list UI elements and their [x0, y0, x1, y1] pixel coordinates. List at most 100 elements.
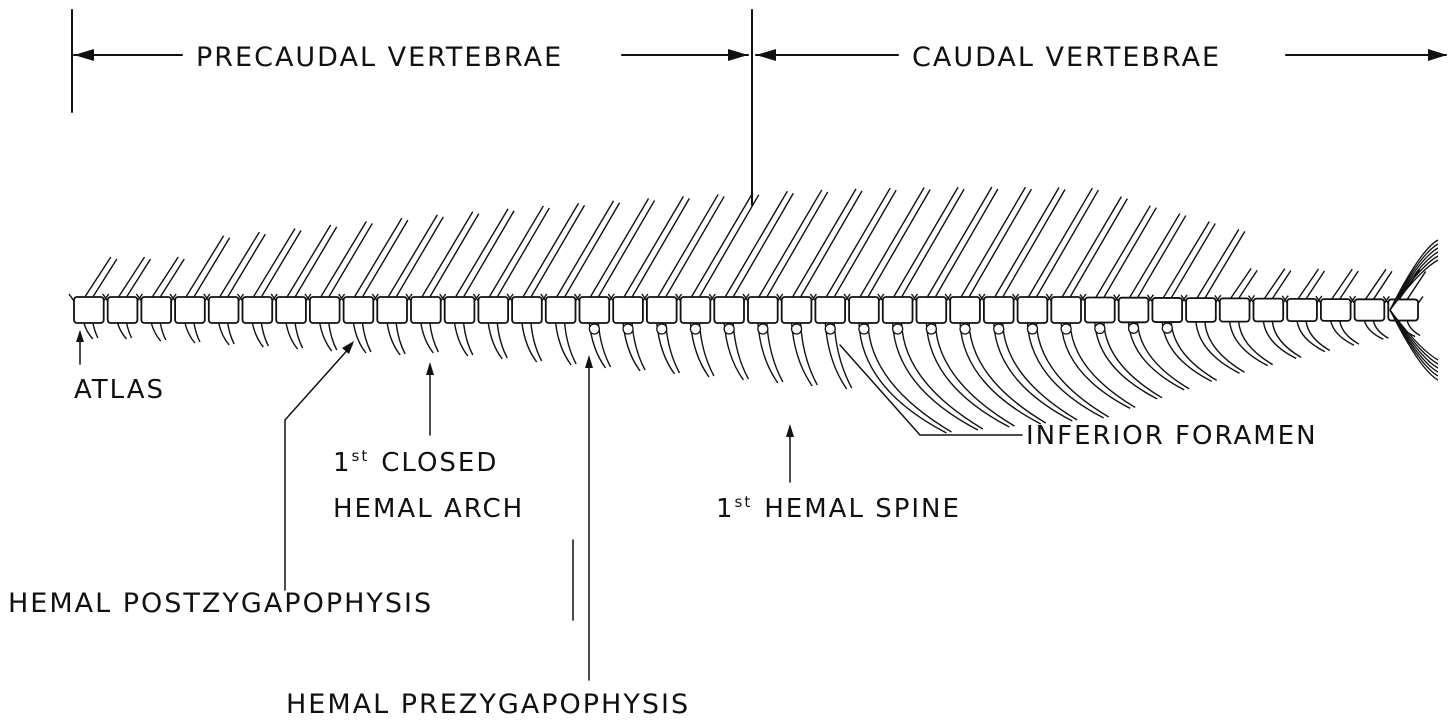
foramen [1162, 323, 1172, 333]
foramen [893, 324, 903, 334]
vertebral-centra [69, 294, 1423, 334]
centrum [243, 297, 273, 323]
caudal-label: CAUDAL VERTEBRAE [912, 42, 1221, 73]
precaudal-label: PRECAUDAL VERTEBRAE [196, 42, 563, 73]
neural-spines [85, 187, 1426, 299]
foramen [690, 324, 700, 334]
caudal-right-arrowhead [1428, 49, 1447, 61]
neural-spine [287, 225, 337, 297]
hemal-spine [1196, 322, 1245, 373]
centrum [445, 297, 475, 323]
foramen [758, 324, 768, 334]
centrum [782, 297, 812, 323]
centrum [1152, 298, 1182, 322]
foramen [792, 324, 802, 334]
prezygapophysis-arrowhead [585, 355, 593, 368]
centrum [1220, 298, 1250, 321]
hemal-spine [488, 323, 507, 359]
centrum [377, 297, 407, 323]
neural-spine [624, 196, 689, 297]
centrum [1355, 299, 1385, 320]
hemal-postzygapophysis-label: HEMAL POSTZYGAPOPHYSIS [8, 588, 433, 619]
neural-spine [1163, 221, 1215, 297]
hemal-spine [1129, 322, 1190, 390]
centrum [1321, 299, 1351, 321]
first-closed-arch-line2: HEMAL ARCH [333, 494, 524, 524]
hemal-prezygapophysis-label: HEMAL PREZYGAPOPHYSIS [286, 689, 690, 720]
foramen [960, 324, 970, 334]
first-hemal-spine-pointer [786, 424, 794, 482]
hemal-spine [994, 323, 1078, 421]
centrum [478, 297, 508, 323]
hemal-spine [84, 323, 98, 339]
hemal-spine [1297, 321, 1330, 351]
precaudal-right-arrowhead [728, 49, 748, 61]
neural-spine [119, 257, 151, 297]
hemal-spine [1331, 321, 1359, 345]
postzygapophysis-arrowhead [342, 341, 354, 354]
first-hemal-spine-num: 1 [716, 494, 735, 524]
first-closed-arch-num: 1 [333, 448, 352, 478]
hemal-spine [252, 323, 268, 347]
neural-spine [422, 212, 479, 297]
first-hemal-spine-arrowhead [786, 424, 794, 437]
centrum [344, 297, 374, 323]
neural-spine [186, 236, 230, 297]
neural-spine [354, 218, 407, 297]
foramen [994, 324, 1004, 334]
hemal-spine [286, 323, 303, 349]
centrum [613, 297, 643, 323]
centrum [1388, 299, 1418, 320]
foramen [1027, 324, 1037, 334]
foramen [657, 324, 667, 334]
neural-spine [1062, 197, 1127, 297]
centrum [512, 297, 542, 323]
foramen [1061, 324, 1071, 334]
centrum [108, 297, 138, 323]
hemal-spine [151, 323, 166, 341]
neural-spine [590, 198, 654, 297]
neural-spine [1028, 188, 1098, 297]
hemal-spine [960, 323, 1046, 424]
centrum [849, 297, 879, 323]
hemal-spines [84, 321, 1420, 433]
centrum [74, 297, 104, 323]
foramen [589, 324, 599, 334]
centrum [580, 297, 610, 323]
hemal-spine [1364, 321, 1388, 340]
first-hemal-spine-label: 1stHEMAL SPINE [716, 493, 961, 524]
centrum [175, 297, 205, 323]
neural-spine [1365, 269, 1392, 299]
centrum [1254, 299, 1284, 322]
neural-spine [1298, 269, 1325, 299]
centrum [411, 297, 441, 323]
atlas-arrowhead [76, 330, 84, 342]
centrum [546, 297, 576, 323]
hemal-spine [1230, 322, 1273, 366]
centrum [647, 297, 677, 323]
precaudal-left-arrowhead [74, 49, 94, 61]
hemal-spine [455, 323, 473, 356]
first-closed-arch-pointer [426, 362, 434, 435]
inferior-foramen-label: INFERIOR FORAMEN [1026, 421, 1318, 451]
hemal-spine [556, 323, 577, 365]
centrum [276, 297, 306, 323]
centrum [1287, 299, 1317, 321]
centrum [883, 297, 913, 323]
centrum [917, 297, 947, 323]
centrum [984, 297, 1014, 323]
hemal-spine [1061, 323, 1135, 408]
hemal-spine [219, 323, 235, 345]
centrum [714, 297, 744, 323]
centrum [310, 297, 340, 323]
neural-spine [995, 187, 1065, 297]
centrum [1085, 297, 1115, 322]
hemal-spine [1263, 321, 1301, 358]
foramen [724, 324, 734, 334]
neural-spine [1231, 268, 1258, 298]
atlas-label: ATLAS [74, 375, 165, 405]
caudal-left-arrowhead [756, 49, 776, 61]
atlas-pointer [76, 330, 84, 364]
